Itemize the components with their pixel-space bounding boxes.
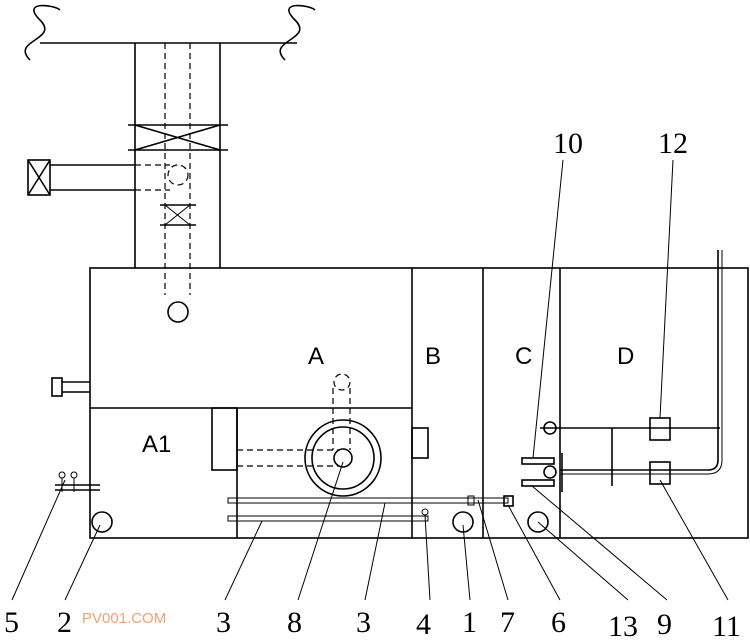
dosing-piping — [521, 250, 723, 492]
zone-c-label: C — [515, 343, 532, 370]
break-line-left — [24, 4, 61, 61]
zone-a1-label: A1 — [142, 431, 171, 458]
callout-3: 3 — [216, 606, 231, 639]
break-line-right — [279, 4, 316, 61]
valve-5 — [55, 471, 100, 492]
zone-a-label: A — [308, 343, 324, 370]
callout-4: 4 — [416, 608, 431, 641]
leader-lines — [11, 159, 729, 601]
zone-b-label: B — [425, 343, 441, 370]
callout-3b: 3 — [356, 606, 371, 639]
port-1 — [452, 511, 474, 533]
callout-6: 6 — [551, 606, 566, 639]
callout-7: 7 — [500, 606, 515, 639]
impeller-8 — [237, 373, 382, 497]
callout-9: 9 — [657, 608, 672, 641]
port-13 — [527, 511, 549, 533]
small-valve — [160, 204, 196, 226]
callout-13: 13 — [608, 610, 638, 643]
callout-2: 2 — [57, 606, 72, 639]
zone-d-label: D — [617, 343, 634, 370]
port-2 — [91, 511, 113, 533]
duct-outlet — [167, 301, 189, 323]
top-duct — [24, 4, 316, 323]
callout-5: 5 — [4, 606, 19, 639]
callout-11: 11 — [712, 610, 741, 643]
tank — [51, 250, 749, 539]
duct-valve — [128, 124, 228, 151]
callout-1: 1 — [462, 606, 477, 639]
callout-10: 10 — [553, 127, 583, 160]
side-inlet-pipe — [27, 159, 189, 196]
valve-left-upper — [51, 377, 90, 397]
callout-8: 8 — [287, 606, 302, 639]
pipes-3 — [227, 495, 514, 522]
callout-12: 12 — [658, 127, 688, 160]
watermark: PV001.COM — [82, 610, 166, 627]
